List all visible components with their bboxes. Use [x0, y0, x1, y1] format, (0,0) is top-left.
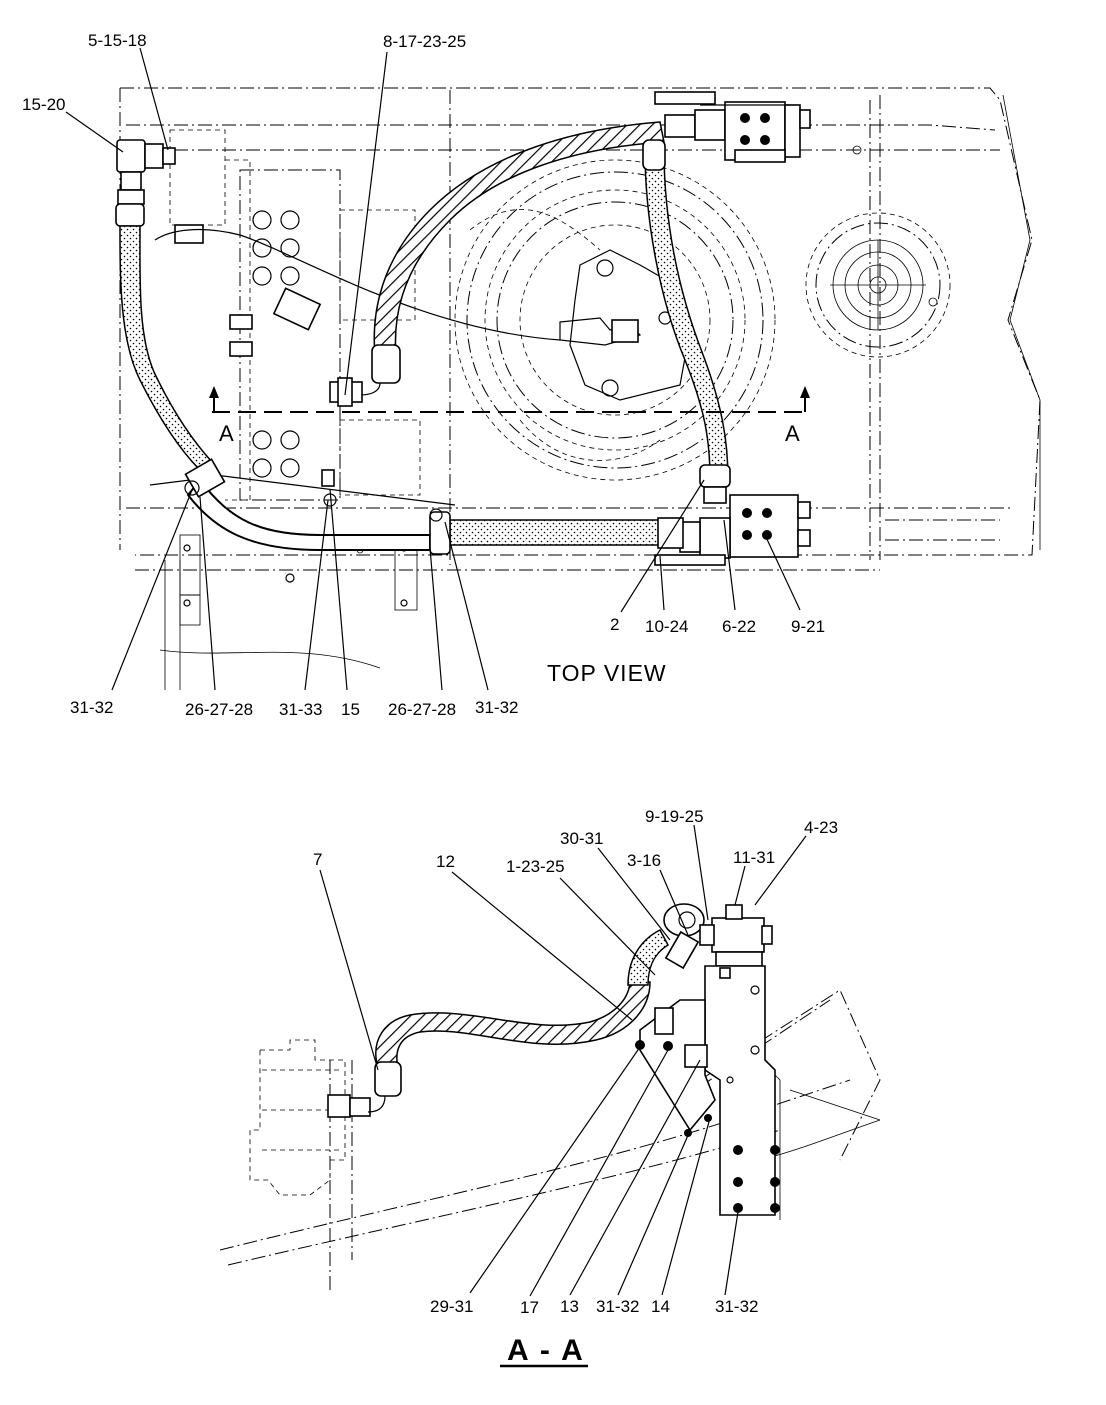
- callout-5-15-18: 5-15-18: [88, 31, 147, 50]
- callout-3-16: 3-16: [627, 851, 661, 870]
- swivel-joint: [559, 249, 691, 401]
- rear-circular-unit: [805, 145, 951, 358]
- callout-26-27-28-right: 26-27-28: [388, 700, 456, 719]
- callout-9-21: 9-21: [791, 617, 825, 636]
- callout-13: 13: [560, 1297, 579, 1316]
- upper-hatched-hose: [329, 121, 665, 407]
- callout-15: 15: [341, 700, 360, 719]
- callout-1-23-25: 1-23-25: [506, 857, 565, 876]
- section-valve-block: [699, 904, 780, 1216]
- callout-31-33: 31-33: [279, 700, 322, 719]
- callout-31-32-right: 31-32: [475, 698, 518, 717]
- callout-29-31: 29-31: [430, 1297, 473, 1316]
- right-dotted-hose: [642, 139, 731, 504]
- cut-label-left: A: [219, 421, 234, 446]
- section-callouts: 7 12 1-23-25 30-31 3-16 9-19-25 11-31 4-…: [313, 807, 838, 1317]
- callout-4-23: 4-23: [804, 818, 838, 837]
- section-cut-line: A A: [209, 386, 810, 446]
- section-upper-fitting: [627, 903, 705, 986]
- section-leaders: [319, 824, 807, 1297]
- cut-label-right: A: [785, 421, 800, 446]
- section-title: A - A: [507, 1334, 585, 1367]
- callout-11-31: 11-31: [733, 848, 775, 867]
- lower-hose: [149, 458, 456, 555]
- callout-7: 7: [313, 850, 322, 869]
- callout-2: 2: [610, 615, 619, 634]
- swing-bearing: [454, 159, 776, 481]
- callout-31-32-left: 31-32: [70, 698, 113, 717]
- top-leaders: [65, 47, 801, 691]
- callout-12: 12: [436, 852, 455, 871]
- callout-9-19-25: 9-19-25: [645, 807, 704, 826]
- callout-15-20: 15-20: [22, 95, 65, 114]
- top-view-title: TOP VIEW: [547, 660, 667, 686]
- control-valve: [169, 129, 421, 626]
- section-bracket: [635, 999, 716, 1137]
- section-control-valve: [249, 1039, 371, 1196]
- section-view: 7 12 1-23-25 30-31 3-16 9-19-25 11-31 4-…: [219, 807, 881, 1368]
- callout-8-17-23-25: 8-17-23-25: [383, 32, 466, 51]
- callout-17: 17: [520, 1298, 539, 1317]
- callout-14: 14: [651, 1297, 670, 1316]
- frame-outline: [119, 87, 1041, 690]
- upper-left-elbow: [115, 139, 176, 227]
- callout-6-22: 6-22: [722, 617, 756, 636]
- callout-10-24: 10-24: [645, 617, 688, 636]
- top-callouts: 5-15-18 8-17-23-25 15-20 2 10-24 6-22 9-…: [22, 31, 825, 719]
- callout-30-31: 30-31: [560, 829, 603, 848]
- callout-26-27-28-left: 26-27-28: [185, 700, 253, 719]
- callout-31-32-b: 31-32: [715, 1297, 758, 1316]
- callout-31-32-a: 31-32: [596, 1297, 639, 1316]
- top-view: A A 5-15-18 8-17-23-25 15-20 2 10-24: [22, 31, 1041, 719]
- section-hatched-hose: [367, 979, 651, 1113]
- top-valve-assembly: [654, 91, 811, 163]
